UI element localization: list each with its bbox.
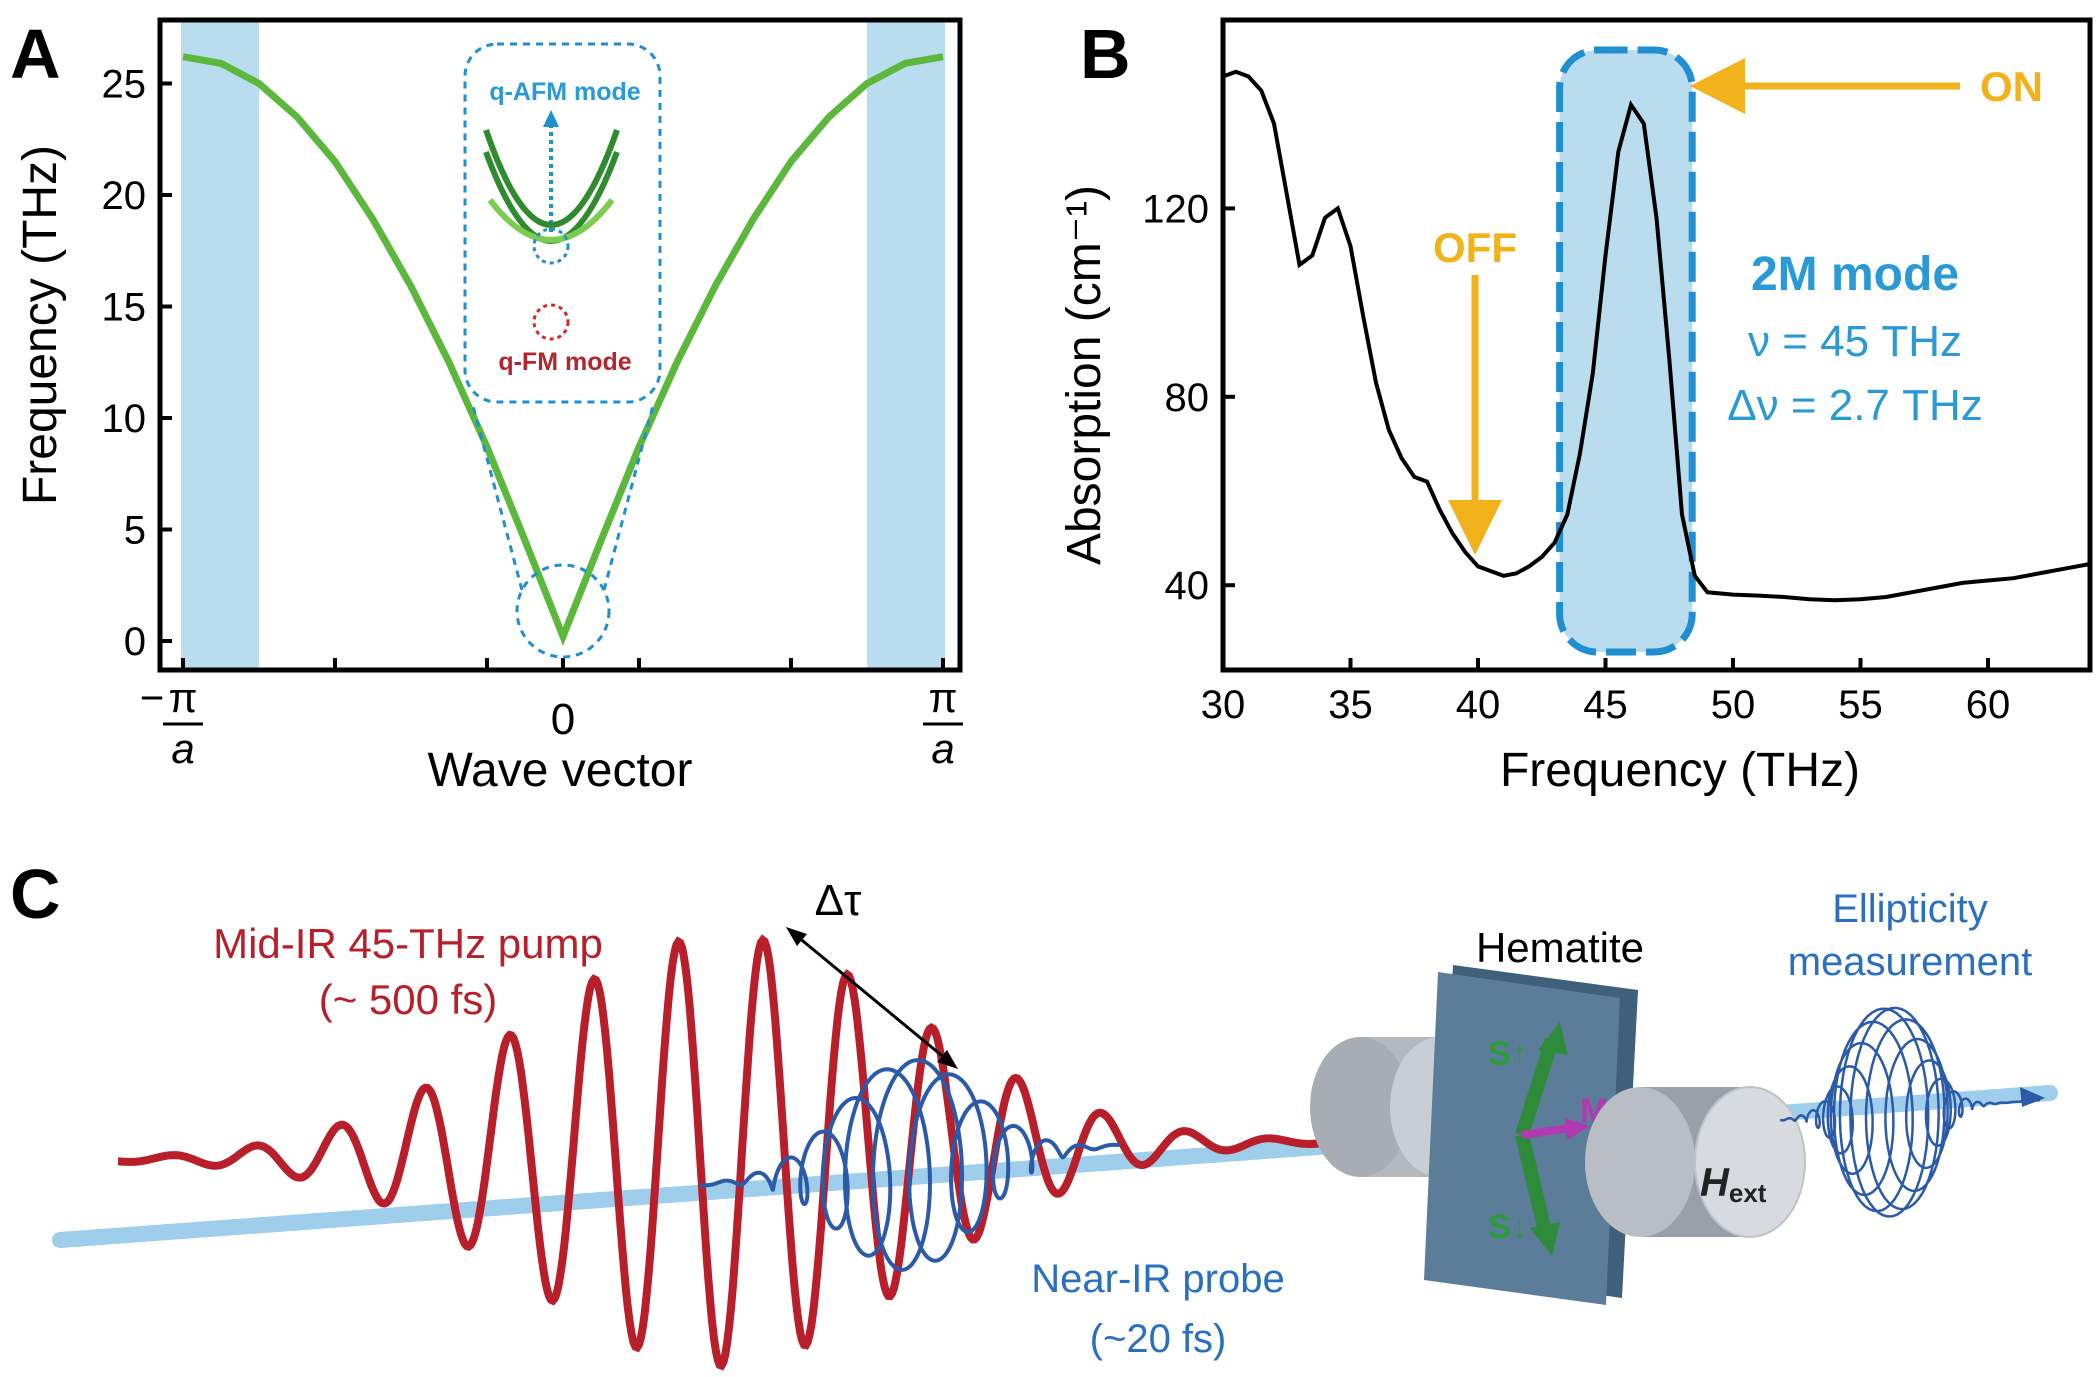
delay-arrow: [791, 930, 953, 1066]
ellipticity-label-line-1: Ellipticity: [1832, 887, 1988, 931]
spin-down-arrow-head: [1530, 1222, 1560, 1256]
x-tick-label: 40: [1456, 683, 1501, 727]
off-label: OFF: [1433, 224, 1517, 271]
spin-down-label: S↓: [1488, 1208, 1528, 1246]
y-tick-label: 80: [1165, 376, 1210, 420]
fm-gap-circle: [532, 303, 570, 341]
probe-label-line-2: (~20 fs): [1090, 1317, 1227, 1361]
magnetization-arrow-head: [1565, 1118, 1590, 1140]
panel-c: C Δτ Mid-IR 45-THz pump (~ 500 fs) Hemat…: [10, 855, 2058, 1371]
magnon-dispersion-curve: [182, 53, 944, 647]
y-tick-label: 5: [124, 509, 146, 553]
pump-label-line-2: (~ 500 fs): [319, 976, 498, 1023]
q-fm-branch: [483, 129, 620, 228]
panel-a-y-ticks: 0 5 10 15 20 25: [102, 63, 172, 664]
panel-a-y-axis-label: Frequency (THz): [14, 145, 67, 505]
x-tick-label: 50: [1711, 683, 1756, 727]
panel-b-y-axis-label: Absorption (cm⁻¹): [1058, 185, 1111, 565]
spin-down-arrow: [1515, 1133, 1553, 1237]
gamma-point-circle: [515, 563, 611, 659]
2m-mode-highlight-box: [1556, 46, 1696, 656]
y-tick-label: 20: [102, 174, 147, 218]
hematite-label: Hematite: [1476, 924, 1644, 971]
spin-up-arrow: [1515, 1037, 1559, 1138]
spin-up-arrow-head: [1538, 1022, 1568, 1055]
svg-text:π: π: [169, 674, 198, 721]
2m-mode-frequency: ν = 45 THz: [1748, 317, 1962, 366]
svg-text:a: a: [931, 725, 954, 772]
panel-b-frame: [1220, 17, 2093, 673]
delay-arrow-head-end: [937, 1050, 958, 1069]
delay-label: Δτ: [815, 876, 862, 925]
absorption-spectrum-curve: [1222, 69, 2091, 603]
panel-a-letter: A: [10, 15, 61, 93]
dispersion-inset: q-AFM mode q-FM mode: [463, 42, 662, 659]
x-tick-label: 60: [1966, 683, 2011, 727]
on-arrow-head: [1690, 58, 1745, 114]
panel-a-frame: [157, 17, 963, 673]
inset-connector-right: [602, 401, 656, 591]
inset-connector-left: [470, 401, 524, 591]
mid-ir-pump-wave: [117, 934, 1430, 1371]
x-tick-label: 35: [1328, 683, 1373, 727]
on-label: ON: [1980, 63, 2043, 110]
2m-mode-linewidth: Δν = 2.7 THz: [1727, 381, 1983, 430]
y-tick-label: 25: [102, 63, 147, 107]
svg-text:a: a: [171, 725, 194, 772]
delay-arrow-head-start: [786, 927, 807, 946]
panel-c-letter: C: [10, 855, 61, 933]
off-arrow-head: [1448, 500, 1502, 555]
y-tick-label: 15: [102, 286, 147, 330]
ellipticity-pulse: [1779, 1006, 2040, 1218]
output-arrow-head: [2020, 1087, 2045, 1107]
afm-arrow-head: [543, 110, 559, 127]
q-afm-branch: [487, 198, 615, 243]
external-field-label: Hext: [1700, 1161, 1767, 1208]
magnet-right: [1585, 1086, 1806, 1238]
y-tick-label: 40: [1165, 564, 1210, 608]
brillouin-zone-shade-left: [181, 20, 259, 670]
x-tick-label-zero: 0: [551, 695, 575, 744]
2m-mode-title: 2M mode: [1751, 248, 1959, 301]
svg-text:π: π: [929, 674, 958, 721]
x-tick-label: 55: [1838, 683, 1883, 727]
q-fm-mode-label: q-FM mode: [498, 348, 631, 376]
x-tick-label-pi-over-a: π a: [923, 674, 963, 772]
afm-gap-circle: [532, 227, 570, 265]
q-afm-mode-label: q-AFM mode: [489, 78, 640, 106]
panel-a-x-axis-label: Wave vector: [428, 744, 693, 797]
y-tick-label: 0: [124, 620, 146, 664]
spin-vectors: [1515, 1022, 1590, 1256]
panel-a: A 0 5 10 15 20 25 q-AFM mode q-FM mode − π: [10, 15, 963, 797]
x-tick-label-minus-pi-over-a: − π a: [140, 674, 203, 772]
x-tick-label: 30: [1201, 683, 1246, 727]
probe-label-line-1: Near-IR probe: [1031, 1257, 1284, 1301]
panel-b-letter: B: [1080, 15, 1131, 93]
x-tick-label: 45: [1583, 683, 1628, 727]
y-tick-label: 10: [102, 397, 147, 441]
ellipticity-label-line-2: measurement: [1788, 940, 2033, 984]
panel-b-y-ticks: 40 80 120: [1142, 187, 1235, 608]
brillouin-zone-shade-right: [867, 20, 945, 670]
panel-b-x-axis-label: Frequency (THz): [1500, 744, 1860, 797]
spin-up-label: S↑: [1488, 1035, 1528, 1073]
y-tick-label: 120: [1142, 187, 1209, 231]
svg-text:−: −: [140, 674, 165, 721]
magnetization-arrow: [1521, 1124, 1571, 1139]
pump-label-line-1: Mid-IR 45-THz pump: [213, 920, 603, 967]
near-ir-probe-pulse: [700, 1058, 1121, 1272]
